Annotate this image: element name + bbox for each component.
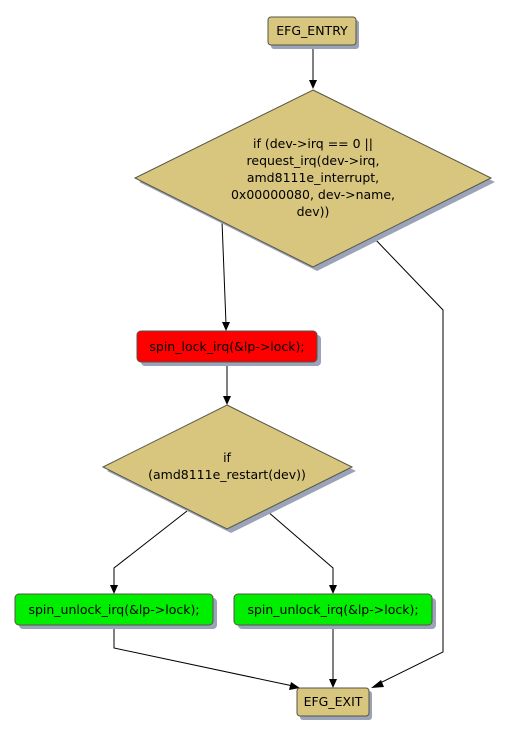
exit-node-box	[296, 687, 370, 717]
arrowhead-exit-left	[289, 682, 300, 690]
edge-decision1-to-exit	[372, 236, 444, 685]
unlock-left-node-box	[14, 593, 214, 626]
unlock-left-node: spin_unlock_irq(&lp->lock);	[14, 593, 217, 629]
decision-irq-line-2: request_irq(dev->irq,	[247, 153, 380, 168]
decision-irq-node: if (dev->irq == 0 || request_irq(dev->ir…	[133, 89, 495, 271]
unlock-right-node-label: spin_unlock_irq(&lp->lock);	[247, 602, 418, 617]
exit-node: EFG_EXIT	[296, 687, 372, 720]
unlock-right-node-box	[233, 593, 433, 626]
arrowhead-decision1	[309, 80, 317, 89]
decision-restart-node: if (amd8111e_restart(dev))	[101, 404, 356, 533]
edge-decision2-to-unlock-left	[113, 510, 188, 586]
arrowhead-unlock-left	[110, 585, 118, 594]
edges	[110, 45, 444, 690]
lock-node-label: spin_lock_irq(&lp->lock);	[149, 339, 304, 354]
arrowhead-lock	[222, 322, 230, 331]
decision-restart-line-1: if	[223, 450, 231, 465]
edge-unlock-left-to-exit	[113, 625, 294, 687]
unlock-left-node-label: spin_unlock_irq(&lp->lock);	[28, 602, 199, 617]
exit-node-label: EFG_EXIT	[304, 694, 363, 709]
entry-node-label: EFG_ENTRY	[276, 23, 348, 38]
lock-node: spin_lock_irq(&lp->lock);	[136, 330, 321, 366]
decision-irq-line-1: if (dev->irq == 0 ||	[253, 136, 373, 151]
decision-irq-diamond	[133, 89, 493, 268]
arrowhead-exit-right	[371, 680, 384, 688]
edge-decision1-to-lock	[221, 220, 227, 325]
decision-restart-diamond	[101, 404, 354, 530]
unlock-right-node: spin_unlock_irq(&lp->lock);	[233, 593, 436, 629]
arrowhead-exit-center	[329, 679, 337, 688]
decision-irq-line-4: 0x00000080, dev->name,	[231, 187, 395, 202]
decision-restart-line-2: (amd8111e_restart(dev))	[148, 467, 306, 482]
edge-decision2-to-unlock-right	[266, 510, 334, 586]
lock-node-box	[136, 330, 318, 363]
decision-irq-line-3: amd8111e_interrupt,	[247, 170, 379, 185]
arrowhead-decision2	[223, 396, 231, 405]
entry-node-box	[267, 16, 357, 46]
decision-irq-line-5: dev))	[297, 204, 330, 219]
entry-node: EFG_ENTRY	[267, 16, 359, 49]
arrowhead-unlock-right	[329, 585, 337, 594]
